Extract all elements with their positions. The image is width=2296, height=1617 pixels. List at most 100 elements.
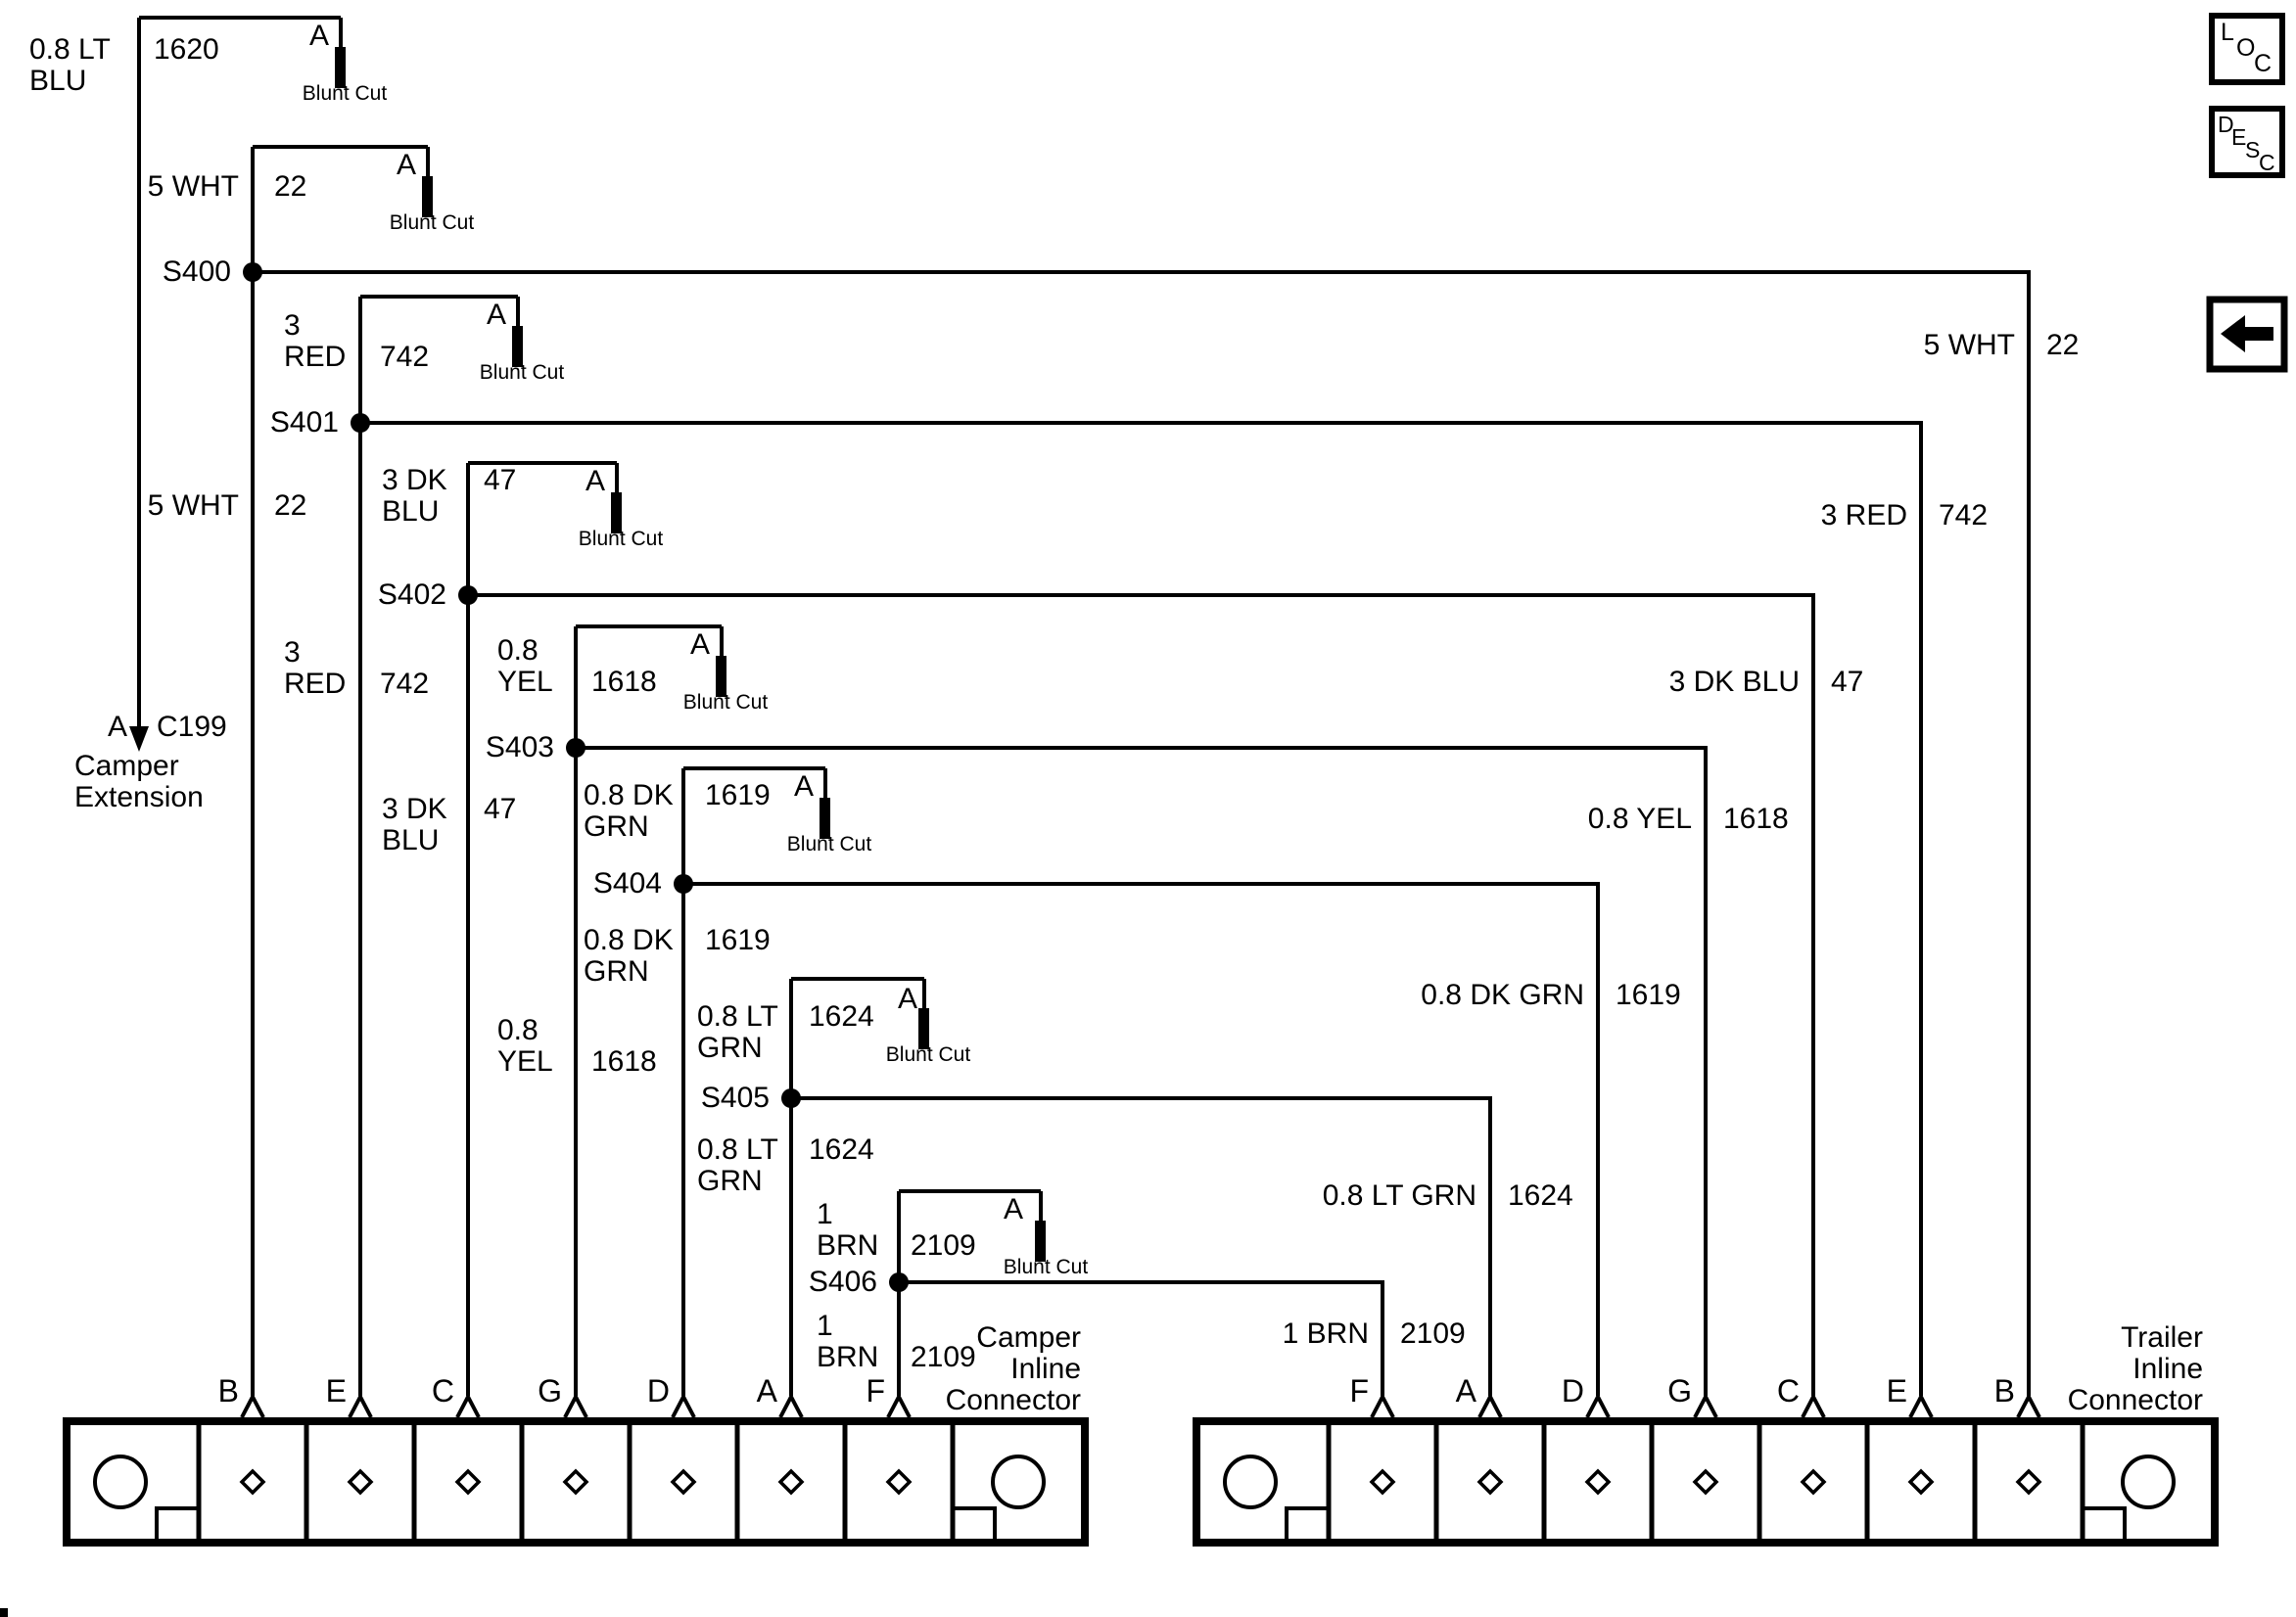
splice-run-s403 <box>576 746 1708 1396</box>
trailer-connector-index-hole-right <box>2121 1455 2176 1509</box>
camper-pin-f: F <box>866 1373 885 1409</box>
wire5-circuit-upper: 1618 <box>591 666 657 698</box>
wire4-bluntcut-label: Blunt Cut <box>578 528 664 550</box>
wire-red-742 <box>358 295 520 1396</box>
splice-run-s400 <box>253 270 2031 1396</box>
wire6-bluntcut-pin: A <box>793 770 814 803</box>
wire-dkblu-47 <box>466 461 619 1396</box>
loc-letter-c: C <box>2254 50 2273 77</box>
desc-letter-e: E <box>2231 124 2247 150</box>
blunt-cut-bar-2109 <box>1035 1221 1046 1262</box>
loc-letter-l: L <box>2221 19 2234 46</box>
desc-button[interactable]: D E S C <box>2209 106 2285 178</box>
splice-dot-s405 <box>781 1088 801 1108</box>
wire7-circuit-right: 1624 <box>1508 1179 1573 1212</box>
splice-run-s404 <box>683 882 1600 1396</box>
trailer-connector-notch-left <box>1285 1506 1329 1543</box>
wire2-circuit-upper: 22 <box>274 170 307 203</box>
desc-letter-d: D <box>2218 112 2234 137</box>
wire5-name1-upper: 0.8 <box>497 634 539 667</box>
splice-run-s405 <box>791 1096 1492 1396</box>
wire8-bluntcut-pin: A <box>1003 1193 1023 1225</box>
blunt-cut-bar-1620 <box>335 47 346 88</box>
wire2-name-upper: 5 WHT <box>147 170 239 203</box>
wire8-name1-lower: 1 <box>817 1310 833 1342</box>
wire4-name2-upper: BLU <box>382 495 440 528</box>
wire6-name-right: 0.8 DK GRN <box>1421 979 1584 1011</box>
wire8-circuit-lower: 2109 <box>911 1341 976 1373</box>
wire2-circuit-right: 22 <box>2046 329 2080 361</box>
wire8-circuit-right: 2109 <box>1400 1317 1466 1350</box>
camper-pin-c: C <box>431 1373 454 1409</box>
wire4-name1-lower: 3 DK <box>382 793 447 825</box>
splice-run-s406 <box>899 1280 1384 1396</box>
blunt-cut-bar-742 <box>512 326 523 367</box>
terminal-chevrons-camper <box>240 1392 912 1418</box>
terminal-chevrons-trailer <box>1370 1392 2041 1418</box>
wire3-circuit-lower: 742 <box>380 668 430 700</box>
splice-dot-s406 <box>889 1272 909 1292</box>
wire4-name1-upper: 3 DK <box>382 464 447 496</box>
wire5-name2-lower: YEL <box>497 1045 553 1078</box>
splice-label-s403: S403 <box>485 731 554 763</box>
c199-desc-line2: Extension <box>74 781 204 813</box>
trailer-pin-c: C <box>1776 1373 1800 1409</box>
splice-label-s401: S401 <box>269 406 339 439</box>
wire4-bluntcut-pin: A <box>585 465 605 497</box>
wire7-circuit-lower: 1624 <box>809 1133 874 1166</box>
splice-dot-s403 <box>566 738 586 758</box>
wire-brn-2109 <box>897 1189 1043 1396</box>
trailer-pin-d: D <box>1561 1373 1584 1409</box>
wire2-circuit-lower: 22 <box>274 489 307 522</box>
trailer-connector-index-hole-left <box>1223 1455 1278 1509</box>
wire6-circuit-right: 1619 <box>1616 979 1681 1011</box>
wire3-bluntcut-pin: A <box>486 299 506 331</box>
wire-dkgrn-1619 <box>681 766 827 1396</box>
wire6-name1-upper: 0.8 DK <box>584 779 674 811</box>
camper-connector-caption-2: Inline <box>1010 1353 1081 1385</box>
trailer-connector-caption-3: Connector <box>2067 1384 2203 1416</box>
loc-button[interactable]: L O C <box>2209 13 2285 85</box>
wire5-bluntcut-label: Blunt Cut <box>682 691 769 714</box>
back-arrow-icon[interactable] <box>2206 296 2288 373</box>
wire2-name-lower: 5 WHT <box>147 489 239 522</box>
wire1-name-line2: BLU <box>29 65 87 97</box>
wire7-name1-upper: 0.8 LT <box>697 1000 778 1033</box>
wire2-bluntcut-pin: A <box>396 149 416 181</box>
wire8-name1-upper: 1 <box>817 1198 833 1230</box>
wire4-circuit-right: 47 <box>1831 666 1864 698</box>
trailer-connector-caption-2: Inline <box>2132 1353 2203 1385</box>
wire6-circuit-upper: 1619 <box>705 779 771 811</box>
wire1-bluntcut-pin: A <box>308 20 329 52</box>
wire5-name-right: 0.8 YEL <box>1587 803 1692 835</box>
wire8-circuit-upper: 2109 <box>911 1229 976 1262</box>
c199-desc-line1: Camper <box>74 750 179 782</box>
wire3-name1-upper: 3 <box>284 309 301 342</box>
splice-dot-s401 <box>351 413 370 433</box>
camper-pin-g: G <box>538 1373 562 1409</box>
desc-letter-c: C <box>2259 150 2275 175</box>
wire6-name2-lower: GRN <box>584 955 649 988</box>
wire5-bluntcut-pin: A <box>689 628 710 661</box>
wire6-name1-lower: 0.8 DK <box>584 924 674 956</box>
camper-connector-notch-right <box>953 1506 997 1543</box>
trailer-pin-e: E <box>1886 1373 1907 1409</box>
trailer-pin-f: F <box>1349 1373 1369 1409</box>
wire2-bluntcut-label: Blunt Cut <box>389 211 475 234</box>
trailer-pin-b: B <box>1993 1373 2015 1409</box>
camper-connector-cavity-diamonds <box>239 1468 913 1496</box>
wire3-name2-lower: RED <box>284 668 347 700</box>
splice-run-s402 <box>468 593 1815 1396</box>
wire7-name-right: 0.8 LT GRN <box>1322 1179 1476 1212</box>
wire8-name-right: 1 BRN <box>1282 1317 1369 1350</box>
trailer-pin-a: A <box>1455 1373 1476 1409</box>
blunt-cut-bar-22 <box>422 176 433 217</box>
blunt-cut-bar-47 <box>611 492 622 533</box>
splice-label-s406: S406 <box>808 1266 877 1298</box>
wire7-name2-upper: GRN <box>697 1032 763 1064</box>
wire8-name2-upper: BRN <box>817 1229 879 1262</box>
splice-dot-s404 <box>674 874 693 894</box>
camper-connector-index-hole-left <box>93 1455 148 1509</box>
wire-ltblu-1620 <box>137 16 343 728</box>
wire5-circuit-right: 1618 <box>1723 803 1789 835</box>
